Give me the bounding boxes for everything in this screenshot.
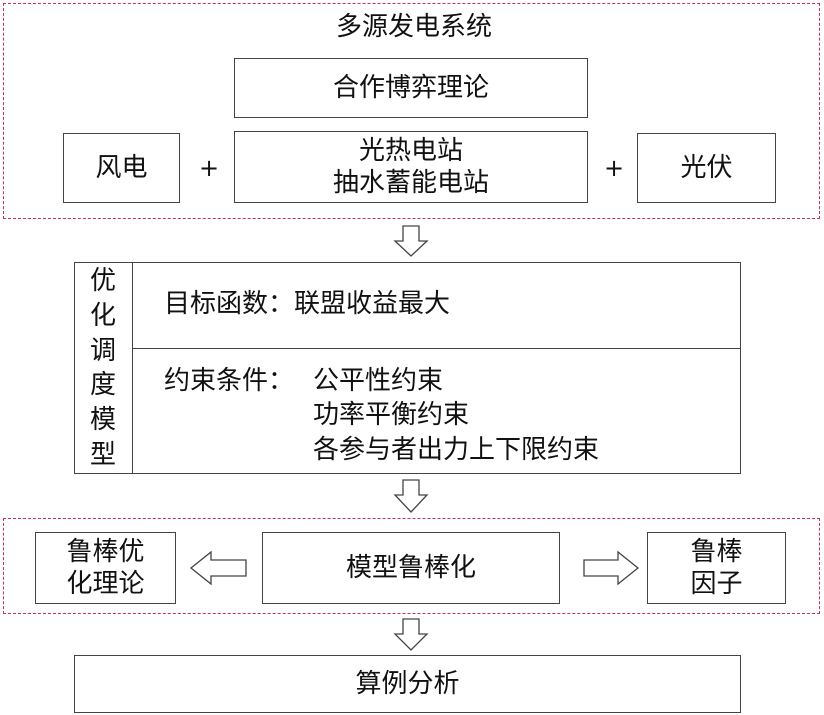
cooperative-game-theory-box: 合作博弈理论 [234,58,588,118]
robust-theory-line2: 化理论 [66,569,145,599]
model-side-label: 优 化 调 度 模 型 [74,262,132,474]
constraint-item: 公平性约束 [313,366,444,396]
side-char: 度 [89,370,116,401]
constraint-list: 公平性约束 功率平衡约束 各参与者出力上下限约束 [313,364,599,467]
generation-system-title: 多源发电系统 [336,12,493,42]
robust-factor-box: 鲁棒 因子 [647,532,786,604]
objective-function-row: 目标函数：联盟收益最大 [164,287,450,321]
robust-theory-line1: 鲁棒优 [66,536,145,567]
constraint-label: 约束条件： [164,366,295,396]
pumped-storage-label: 抽水蓄能电站 [332,168,489,198]
objective-function-label: 目标函数： [164,289,295,319]
model-side-divider [132,262,133,474]
csp-station-label: 光热电站 [358,135,463,166]
plus-sign-left: + [199,154,220,182]
model-robustification-label: 模型鲁棒化 [345,552,476,583]
side-char: 模 [89,405,116,436]
robust-factor-line1: 鲁棒 [690,536,743,567]
constraint-item: 功率平衡约束 [313,400,470,431]
robust-optimization-theory-box: 鲁棒优 化理论 [35,532,176,604]
case-analysis-label: 算例分析 [355,668,460,699]
csp-pumped-storage-box: 光热电站 抽水蓄能电站 [234,131,588,203]
cooperative-game-theory-label: 合作博弈理论 [332,72,489,103]
objective-function-value: 联盟收益最大 [294,289,451,319]
photovoltaic-box: 光伏 [637,133,776,203]
side-char: 型 [89,439,116,470]
side-char: 化 [89,300,116,331]
side-char: 调 [89,335,116,366]
constraint-item: 各参与者出力上下限约束 [313,434,600,465]
down-arrow-icon [393,225,429,257]
wind-power-label: 风电 [95,152,148,183]
right-arrow-icon [583,550,640,586]
plus-sign-right: + [604,154,625,182]
robust-factor-line2: 因子 [690,569,743,599]
model-section-divider [132,348,741,349]
down-arrow-icon [393,618,429,651]
model-robustification-box: 模型鲁棒化 [262,532,560,604]
photovoltaic-label: 光伏 [680,152,733,183]
optimization-model-box [74,262,741,474]
side-char: 优 [89,266,116,296]
wind-power-box: 风电 [63,133,180,203]
generation-system-group [3,3,820,219]
left-arrow-icon [189,550,247,586]
down-arrow-icon [393,479,429,513]
case-analysis-box: 算例分析 [74,655,741,713]
robust-group [3,518,820,614]
